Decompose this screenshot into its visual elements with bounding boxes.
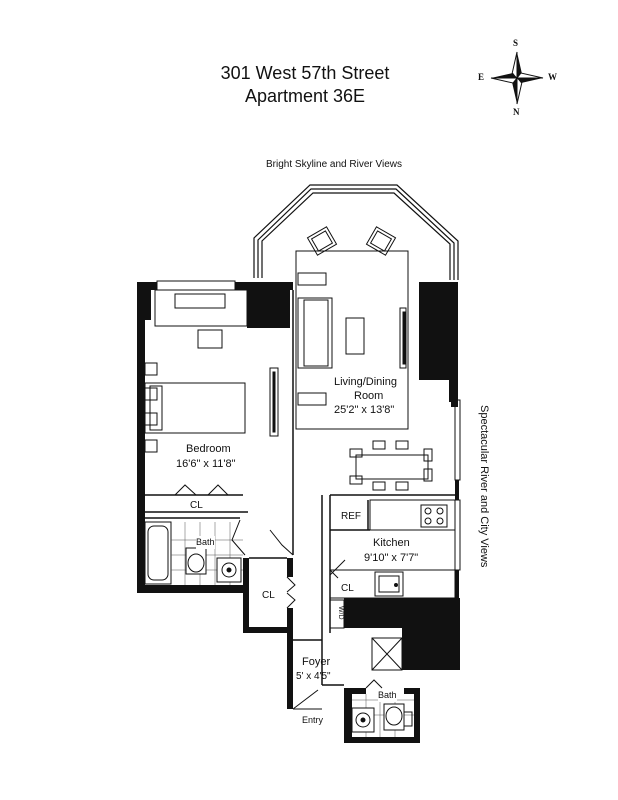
refrigerator-label: REF	[341, 511, 361, 522]
bath1-fixtures	[144, 519, 246, 585]
foyer-label: Foyer	[302, 656, 331, 668]
side-windows	[156, 280, 461, 571]
entry-door	[292, 689, 322, 710]
compass-n: N	[513, 107, 520, 117]
bath2-fixtures	[351, 679, 414, 737]
compass-s: S	[513, 38, 519, 48]
hall-closet-doors	[269, 529, 346, 609]
compass-w: W	[548, 72, 557, 82]
bedroom-size: 16'6" x 11'8"	[176, 458, 236, 470]
bath1-label: Bath	[196, 536, 215, 549]
washer-dryer-label: W/D	[337, 606, 344, 620]
living-label-2: Room	[354, 390, 384, 402]
living-label-1: Living/Dining	[334, 376, 397, 388]
shaft-box	[371, 637, 403, 671]
address-title: 301 West 57th Street	[220, 63, 390, 83]
bay-window	[253, 184, 459, 280]
compass-icon	[490, 51, 544, 105]
bath2-label: Bath	[378, 689, 397, 702]
kitchen-fixtures	[329, 499, 456, 629]
top-view-label: Bright Skyline and River Views	[266, 159, 402, 170]
compass-e: E	[478, 72, 485, 82]
entry-label: Entry	[302, 715, 324, 725]
side-view-label: Spectacular River and City Views	[478, 405, 490, 568]
hall-closet-label: CL	[262, 590, 275, 601]
exterior-walls	[137, 282, 460, 743]
unit-title: Apartment 36E	[244, 86, 366, 106]
living-furniture	[295, 226, 433, 491]
bedroom-furniture	[144, 289, 279, 496]
kitchen-size: 9'10" x 7'7"	[364, 552, 419, 564]
foyer-size: 5' x 4'5"	[296, 671, 331, 682]
bedroom-closet-label: CL	[190, 500, 203, 511]
bedroom-label: Bedroom	[186, 443, 231, 455]
living-size: 25'2" x 13'8"	[334, 404, 395, 416]
kitchen-closet-label: CL	[341, 583, 354, 594]
kitchen-label: Kitchen	[373, 537, 410, 549]
